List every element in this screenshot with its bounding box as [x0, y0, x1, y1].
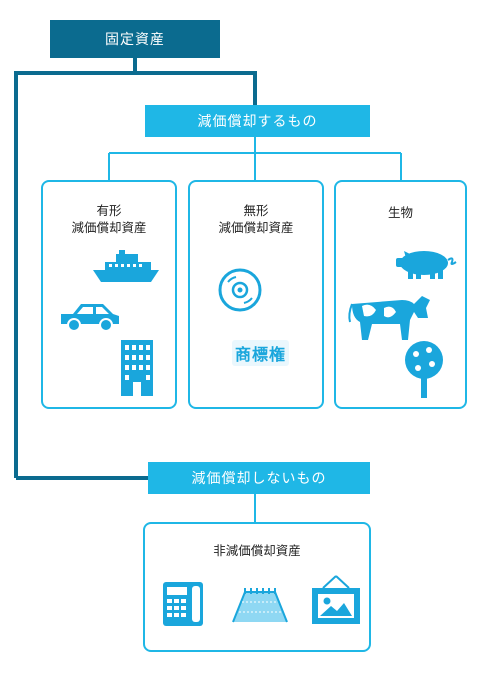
- painting-icon: [312, 575, 360, 624]
- trademark-icon: 商標権: [232, 340, 290, 366]
- building-icon: [121, 340, 153, 396]
- trademark-label: 商標権: [235, 345, 287, 364]
- land-icon: [232, 588, 288, 623]
- fixed-assets-label: 固定資産: [105, 32, 165, 48]
- nondepreciable-label: 減価償却しないもの: [191, 471, 327, 487]
- pig-icon: [396, 251, 457, 279]
- depreciable-label: 減価償却するもの: [197, 114, 318, 130]
- intangible-title-line1: 無形: [243, 203, 269, 218]
- tangible-title-line1: 有形: [96, 203, 122, 218]
- fruit-tree-icon: [405, 341, 443, 398]
- biological-title: 生物: [387, 205, 413, 220]
- depreciable-header: 減価償却するもの: [145, 105, 370, 137]
- intangible-title-line2: 減価償却資産: [218, 220, 294, 235]
- biological-assets-card: 生物: [334, 180, 467, 409]
- nondepreciable-title: 非減価償却資産: [213, 543, 301, 558]
- tangible-assets-card: 有形 減価償却資産: [41, 180, 177, 409]
- car-icon: [61, 304, 119, 332]
- cow-icon: [348, 296, 430, 340]
- fixed-assets-header: 固定資産: [50, 20, 220, 58]
- telephone-icon: [163, 582, 203, 626]
- tangible-title-line2: 減価償却資産: [71, 220, 147, 235]
- cd-icon: [218, 268, 262, 312]
- ship-icon: [93, 250, 159, 282]
- nondepreciable-assets-card: 非減価償却資産: [143, 522, 371, 652]
- nondepreciable-header: 減価償却しないもの: [148, 462, 370, 494]
- intangible-assets-card: 無形 減価償却資産 商標権: [188, 180, 324, 409]
